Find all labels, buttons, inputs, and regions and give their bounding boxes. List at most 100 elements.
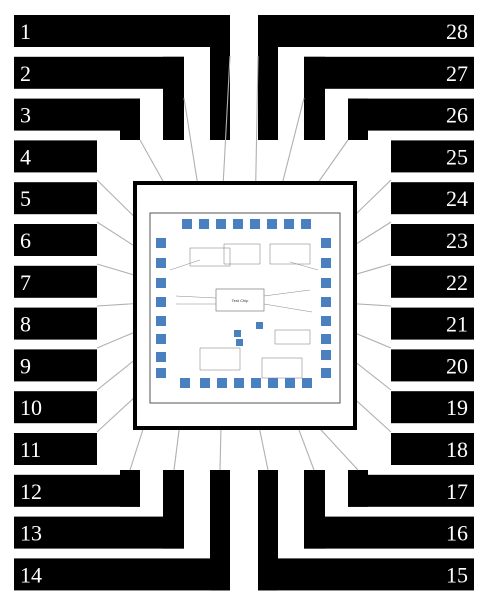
lead-right-21	[391, 307, 474, 340]
bond-pad	[156, 334, 166, 344]
pin-labels: 1234567891011121314282726252423222120191…	[20, 19, 468, 587]
bond-pad	[321, 350, 331, 360]
lead-left-11	[14, 433, 97, 465]
lead-column-bottom-right	[348, 470, 368, 507]
bond-pad	[156, 278, 166, 288]
pin-label-right: 17	[446, 479, 468, 504]
pin-label-left: 4	[20, 144, 31, 169]
pin-label-left: 5	[20, 186, 31, 211]
circuit-block	[261, 357, 303, 379]
pin-label-left: 14	[20, 562, 42, 587]
lead-left-3	[14, 98, 140, 131]
lead-right-20	[391, 349, 474, 382]
pin-label-left: 12	[20, 479, 42, 504]
die-outline	[149, 212, 341, 404]
die: Test Chip	[133, 181, 357, 430]
bond-pad	[302, 378, 312, 388]
lead-left-1	[14, 15, 230, 47]
bond-pad	[156, 352, 166, 362]
lead-column-bottom-left	[120, 470, 140, 507]
bond-pad	[321, 258, 331, 268]
bond-pad	[217, 378, 227, 388]
lead-right-28	[258, 15, 474, 47]
pin-label-right: 28	[446, 19, 468, 44]
lead-right-19	[391, 391, 474, 424]
pin-label-right: 20	[446, 353, 468, 378]
bond-pad	[200, 378, 210, 388]
bond-pad	[180, 378, 190, 388]
pin-label-right: 27	[446, 61, 468, 86]
bond-pad	[285, 378, 295, 388]
pin-label-left: 13	[20, 521, 42, 546]
bond-pad	[236, 339, 243, 346]
lead-left-13	[14, 516, 184, 549]
trace	[169, 259, 201, 271]
bond-pad	[251, 378, 261, 388]
lead-right-26	[348, 98, 474, 131]
bond-pad	[234, 330, 241, 337]
pin-label-left: 7	[20, 270, 31, 295]
bond-pad	[321, 316, 331, 326]
bond-pad	[199, 219, 209, 229]
pin-label-right: 18	[446, 437, 468, 462]
bond-pad	[182, 219, 192, 229]
lead-left-5	[14, 182, 97, 215]
lead-column-top-right	[304, 56, 325, 140]
trace	[289, 261, 319, 271]
bond-pad	[321, 334, 331, 344]
lead-frame	[14, 15, 474, 591]
pin-label-right: 23	[446, 228, 468, 253]
bond-pad	[321, 368, 331, 378]
lead-right-25	[391, 140, 474, 173]
pin-label-right: 16	[446, 521, 468, 546]
lead-right-16	[304, 516, 474, 549]
lead-right-24	[391, 182, 474, 215]
pin-label-left: 9	[20, 353, 31, 378]
die-circuits	[169, 243, 319, 379]
pin-label-left: 10	[20, 395, 42, 420]
lead-right-27	[304, 56, 474, 89]
lead-column-bottom-left	[163, 470, 184, 549]
lead-right-23	[391, 224, 474, 256]
bond-pad	[156, 297, 166, 307]
bond-pad	[216, 219, 226, 229]
lead-column-bottom-right	[304, 470, 325, 549]
bond-pad	[301, 219, 311, 229]
lead-right-15	[258, 558, 474, 591]
bond-pad	[233, 219, 243, 229]
lead-left-4	[14, 140, 97, 173]
bond-pad	[156, 368, 166, 378]
bond-pad	[156, 238, 166, 248]
pin-label-right: 22	[446, 270, 468, 295]
center-block	[215, 288, 265, 312]
bond-pad	[321, 297, 331, 307]
circuit-block	[269, 243, 311, 265]
lead-column-top-left	[210, 15, 230, 140]
bond-pad	[156, 258, 166, 268]
pin-label-right: 24	[446, 186, 468, 211]
lead-right-17	[348, 474, 474, 507]
lead-right-18	[391, 433, 474, 465]
lead-left-7	[14, 265, 97, 298]
bond-pad	[321, 278, 331, 288]
pin-label-left: 11	[20, 437, 41, 462]
pin-label-right: 15	[446, 562, 468, 587]
circuit-block	[189, 247, 231, 267]
lead-column-top-left	[120, 98, 140, 140]
lead-left-10	[14, 391, 97, 424]
lead-left-2	[14, 56, 184, 89]
trace	[263, 303, 313, 313]
lead-left-12	[14, 474, 140, 507]
pin-label-left: 3	[20, 103, 31, 128]
lead-column-top-right	[258, 15, 278, 140]
pin-label-right: 26	[446, 103, 468, 128]
pin-label-left: 2	[20, 61, 31, 86]
bond-pads	[156, 219, 331, 388]
pin-label-left: 6	[20, 228, 31, 253]
circuit-block	[199, 347, 241, 371]
circuit-block	[223, 243, 261, 265]
lead-right-22	[391, 265, 474, 298]
circuit-block	[274, 329, 311, 345]
pin-label-right: 19	[446, 395, 468, 420]
